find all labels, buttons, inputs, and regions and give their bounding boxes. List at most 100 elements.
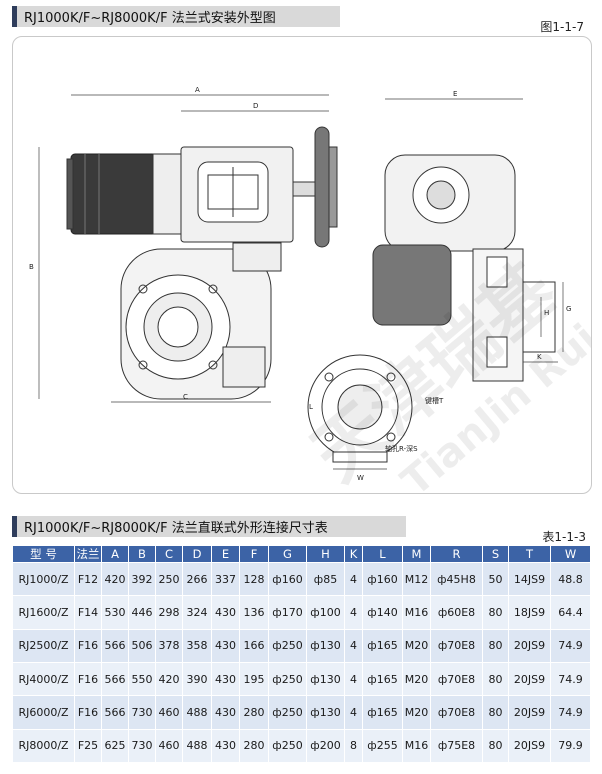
table-cell: 128 — [239, 561, 269, 597]
column-header: M — [402, 545, 431, 563]
table-cell: ф75E8 — [430, 728, 483, 764]
table-cell: 195 — [239, 661, 269, 697]
table-cell: ф70E8 — [430, 661, 483, 697]
column-header: L — [362, 545, 403, 563]
table-cell: ф130 — [306, 628, 345, 663]
table-cell: 378 — [155, 628, 183, 663]
table-cell: M20 — [402, 628, 431, 663]
table-cell: 280 — [239, 695, 269, 730]
table-cell: 48.8 — [550, 561, 591, 597]
table-cell: M16 — [402, 728, 431, 764]
table-cell: ф140 — [362, 595, 403, 630]
table-cell: ф45H8 — [430, 561, 483, 597]
table-cell: 430 — [211, 628, 240, 663]
section-title-text: RJ1000K/F~RJ8000K/F 法兰式安装外型图 — [24, 11, 276, 26]
table-cell: 337 — [211, 561, 240, 597]
section-title-drawing: RJ1000K/F~RJ8000K/F 法兰式安装外型图 — [12, 6, 340, 27]
model-cell: RJ8000/Z — [12, 728, 75, 764]
table-cell: ф170 — [268, 595, 307, 630]
table-cell: 4 — [344, 561, 363, 597]
table-cell: 506 — [128, 628, 156, 663]
table-cell: ф130 — [306, 695, 345, 730]
table-cell: 80 — [482, 628, 509, 663]
table-cell: ф160 — [268, 561, 307, 597]
table-cell: 20JS9 — [508, 661, 551, 697]
column-header: B — [128, 545, 156, 563]
column-header: F — [239, 545, 269, 563]
table-cell: ф60E8 — [430, 595, 483, 630]
table-cell: M12 — [402, 561, 431, 597]
dim-label-e: E — [453, 90, 457, 98]
table-cell: 420 — [155, 661, 183, 697]
table-cell: 64.4 — [550, 595, 591, 630]
dim-label-g: G — [566, 305, 571, 313]
table-cell: ф70E8 — [430, 628, 483, 663]
column-header: W — [550, 545, 591, 563]
dim-label-b: B — [29, 263, 34, 271]
table-cell: 280 — [239, 728, 269, 764]
table-cell: 20JS9 — [508, 628, 551, 663]
table-cell: 136 — [239, 595, 269, 630]
table-cell: M20 — [402, 695, 431, 730]
table-cell: 430 — [211, 661, 240, 697]
note-shaft-hole: 轴孔R-深S — [385, 444, 418, 453]
column-header: 法兰 — [74, 545, 102, 563]
column-header: E — [211, 545, 240, 563]
table-cell: F16 — [74, 695, 102, 730]
table-cell: 566 — [101, 661, 129, 697]
column-header: A — [101, 545, 129, 563]
table-cell: 79.9 — [550, 728, 591, 764]
table-cell: 74.9 — [550, 695, 591, 730]
section-accent — [12, 516, 17, 537]
table-cell: ф165 — [362, 628, 403, 663]
table-cell: 20JS9 — [508, 695, 551, 730]
dim-label-h: H — [544, 309, 549, 317]
table-cell: 80 — [482, 661, 509, 697]
table-cell: F14 — [74, 595, 102, 630]
table-number: 表1-1-3 — [542, 530, 586, 544]
table-cell: F12 — [74, 561, 102, 597]
table-cell: 566 — [101, 628, 129, 663]
dim-label-a: A — [195, 86, 200, 94]
table-cell: F25 — [74, 728, 102, 764]
table-cell: 446 — [128, 595, 156, 630]
table-cell: F16 — [74, 661, 102, 697]
table-cell: F16 — [74, 628, 102, 663]
table-cell: 430 — [211, 595, 240, 630]
dim-label-l: L — [309, 403, 313, 411]
table-cell: ф160 — [362, 561, 403, 597]
table-cell: ф250 — [268, 661, 307, 697]
model-cell: RJ6000/Z — [12, 695, 75, 730]
table-cell: ф70E8 — [430, 695, 483, 730]
column-header: 型 号 — [12, 545, 75, 563]
table-cell: ф100 — [306, 595, 345, 630]
table-cell: 4 — [344, 628, 363, 663]
dim-label-w: W — [357, 474, 364, 482]
table-cell: ф130 — [306, 661, 345, 697]
table-cell: 266 — [182, 561, 212, 597]
column-header: H — [306, 545, 345, 563]
column-header: C — [155, 545, 183, 563]
section-title-table: RJ1000K/F~RJ8000K/F 法兰直联式外形连接尺寸表 — [12, 516, 406, 537]
table-cell: 18JS9 — [508, 595, 551, 630]
model-cell: RJ1600/Z — [12, 595, 75, 630]
table-cell: 4 — [344, 695, 363, 730]
table-cell: ф250 — [268, 728, 307, 764]
table-cell: 488 — [182, 728, 212, 764]
table-cell: 298 — [155, 595, 183, 630]
table-cell: 390 — [182, 661, 212, 697]
table-cell: ф165 — [362, 661, 403, 697]
table-cell: 324 — [182, 595, 212, 630]
installation-drawing: A D E B C G H K W L 键槽T 轴孔R-深S 天津瑞基 Tian… — [12, 36, 592, 494]
table-cell: 488 — [182, 695, 212, 730]
table-cell: 4 — [344, 595, 363, 630]
table-cell: 166 — [239, 628, 269, 663]
table-cell: 74.9 — [550, 661, 591, 697]
side-view-motor — [372, 244, 452, 326]
